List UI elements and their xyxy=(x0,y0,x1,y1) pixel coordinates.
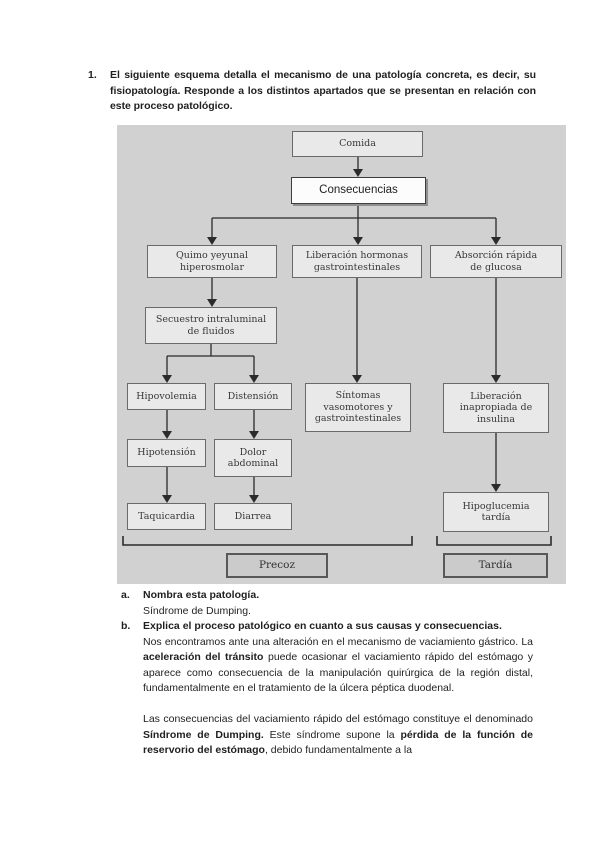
item-b-marker: b. xyxy=(121,620,131,632)
node-hipovolemia: Hipovolemia xyxy=(127,383,206,410)
node-liberacion-insulina: Liberación inapropiada de insulina xyxy=(443,383,549,433)
node-dolor-abdominal: Dolor abdominal xyxy=(214,439,292,477)
node-precoz: Precoz xyxy=(226,553,328,578)
question-block: 1. El siguiente esquema detalla el mecan… xyxy=(88,68,536,115)
item-b-question: Explica el proceso patológico en cuanto … xyxy=(143,620,502,632)
answer-item-a: a. Nombra esta patología. Síndrome de Du… xyxy=(121,588,556,619)
node-diarrea: Diarrea xyxy=(214,503,292,530)
node-secuestro-fluidos: Secuestro intraluminal de fluidos xyxy=(145,307,277,344)
node-distension: Distensión xyxy=(214,383,292,410)
item-b-paragraph-2: Las consecuencias del vaciamiento rápido… xyxy=(143,713,533,756)
answer-item-b: b. Explica el proceso patológico en cuan… xyxy=(121,619,556,759)
item-b-content: Explica el proceso patológico en cuanto … xyxy=(143,619,533,759)
item-a-marker: a. xyxy=(121,589,130,601)
node-liberacion-hormonas: Liberación hormonas gastrointestinales xyxy=(292,245,422,278)
node-hipoglucemia-tardia: Hipoglucemia tardía xyxy=(443,492,549,532)
node-sintomas-vasomotores: Síntomas vasomotores y gastrointestinale… xyxy=(305,383,411,432)
node-hipotension: Hipotensión xyxy=(127,439,206,467)
flowchart-connectors xyxy=(122,157,552,546)
node-absorcion-glucosa: Absorción rápida de glucosa xyxy=(430,245,562,278)
question-number: 1. xyxy=(88,69,97,81)
node-comida: Comida xyxy=(292,131,423,157)
node-quimo-yeyunal: Quimo yeyunal hiperosmolar xyxy=(147,245,277,278)
node-tardia: Tardía xyxy=(443,553,548,578)
item-a-answer: Síndrome de Dumping. xyxy=(143,604,251,617)
item-a-content: Nombra esta patología. Síndrome de Dumpi… xyxy=(143,588,533,619)
node-consecuencias: Consecuencias xyxy=(291,177,426,204)
item-a-question: Nombra esta patología. xyxy=(143,589,260,601)
answers-section: a. Nombra esta patología. Síndrome de Du… xyxy=(121,588,556,759)
node-taquicardia: Taquicardia xyxy=(127,503,206,530)
item-b-paragraph-1: Nos encontramos ante una alteración en e… xyxy=(143,635,534,695)
question-text: El siguiente esquema detalla el mecanism… xyxy=(110,69,536,112)
